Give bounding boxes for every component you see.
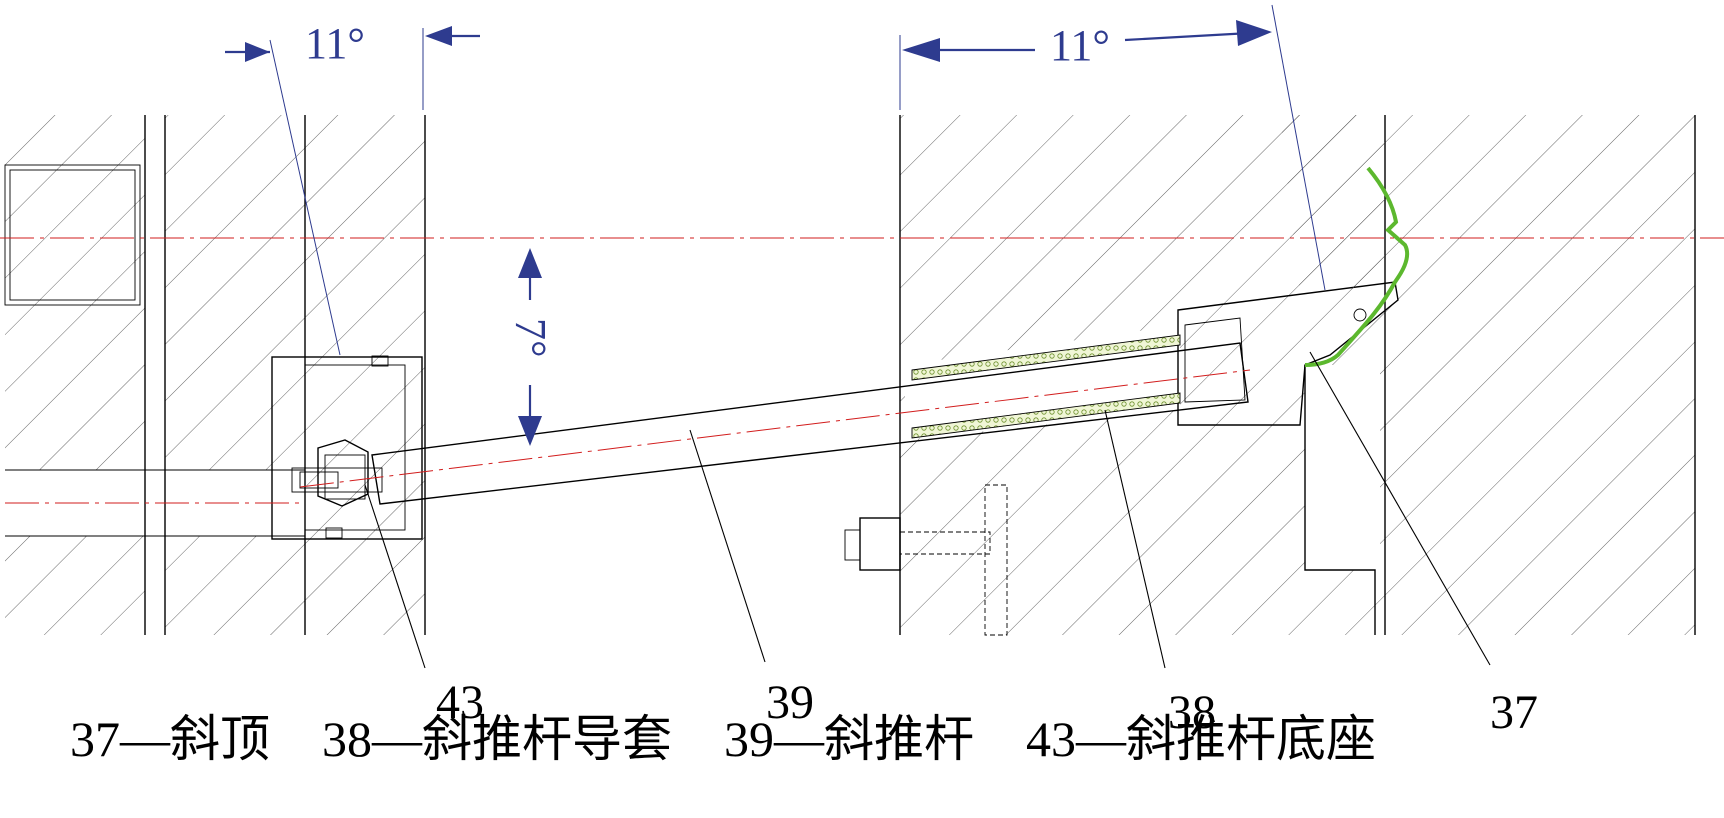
callout-43: 43 [436, 676, 484, 729]
left-angle-dimension: 11° [225, 19, 480, 356]
legend-item-38: 38—斜推杆导套 [322, 711, 672, 767]
left-plate-assembly [4, 115, 426, 635]
leader-lines [364, 351, 1491, 669]
callout-38: 38 [1168, 686, 1216, 739]
rod-angle-label: 7° [506, 318, 555, 358]
right-mold-block [899, 115, 1696, 635]
cooling-fitting [844, 484, 1008, 636]
rod-angle-dimension: 7° [506, 248, 555, 446]
right-angle-label: 11° [1050, 21, 1110, 70]
callout-39: 39 [766, 676, 814, 729]
part-legend: 37—斜顶 38—斜推杆导套 39—斜推杆 43—斜推杆底座 [70, 690, 1710, 780]
legend-item-43: 43—斜推杆底座 [1026, 711, 1376, 767]
left-angle-label: 11° [305, 19, 365, 68]
guide-sleeve [911, 334, 1181, 439]
legend-item-37: 37—斜顶 [70, 711, 270, 767]
legend-item-39: 39—斜推杆 [724, 711, 974, 767]
right-angle-dimension: 11° [899, 4, 1326, 291]
callout-37: 37 [1490, 686, 1538, 739]
inclined-push-rod [299, 342, 1251, 505]
